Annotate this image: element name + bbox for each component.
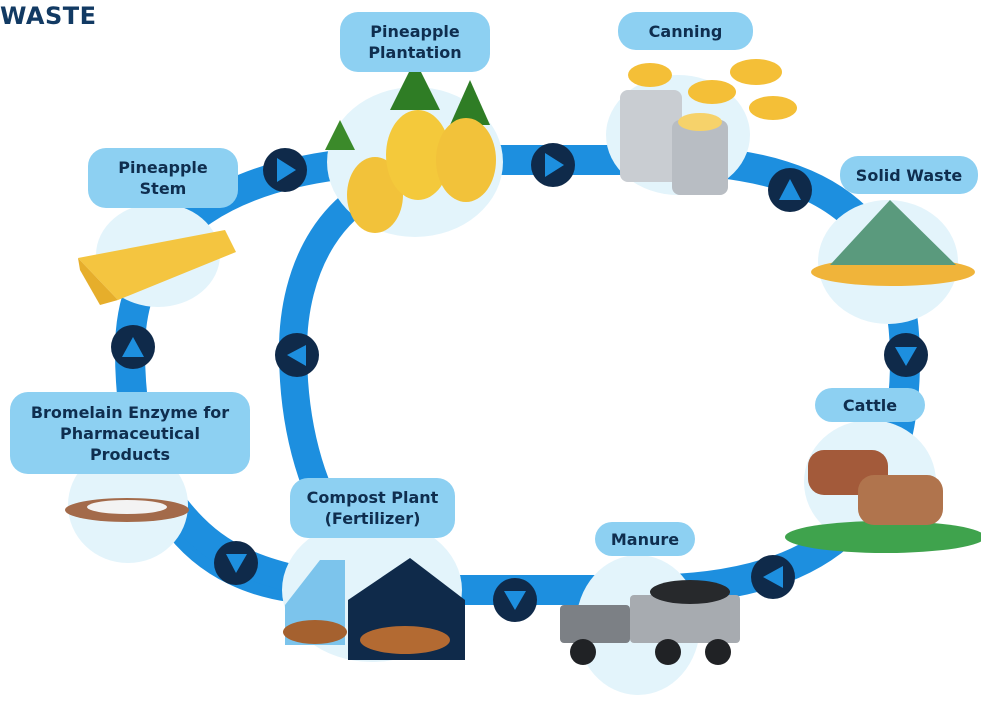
manure-bubble [560, 555, 740, 695]
play-arrow-icon [226, 554, 247, 573]
page-title: WASTE [0, 2, 97, 30]
solid-waste-illustration [811, 200, 975, 286]
arrow-bromelain-to-stem [111, 325, 155, 369]
play-arrow-icon [763, 566, 783, 588]
compost-plant-illustration [283, 558, 465, 660]
bromelain-bubble [65, 447, 189, 563]
arrow-solid-waste-to-cattle [884, 333, 928, 377]
play-arrow-icon [779, 179, 801, 200]
play-arrow-icon [287, 345, 306, 366]
play-arrow-icon [504, 591, 526, 610]
play-arrow-icon [122, 337, 144, 357]
arrow-canning-to-solid-waste [768, 168, 812, 212]
arrow-plantation-to-canning [531, 143, 575, 187]
solid-waste-bubble [811, 200, 975, 324]
bromelain-dish-illustration [65, 498, 189, 522]
play-arrow-icon [277, 158, 296, 182]
outer-cycle-ring [114, 145, 921, 605]
pineapple-illustration [325, 60, 496, 233]
canning-bubble [606, 59, 797, 195]
cattle-label: Cattle [815, 388, 925, 422]
arrow-bromelain-to-compost [214, 541, 258, 585]
pineapple-stem-bubble [78, 203, 236, 307]
cans-illustration [620, 59, 797, 195]
bromelain-enzyme-label: Bromelain Enzyme for Pharmaceutical Prod… [10, 392, 250, 474]
canning-label: Canning [618, 12, 753, 50]
play-arrow-icon [895, 347, 917, 366]
arrow-compost-to-plantation [275, 333, 319, 377]
manure-label: Manure [595, 522, 695, 556]
play-arrow-icon [545, 153, 564, 177]
compost-plant-bubble [282, 518, 465, 662]
arrow-stem-to-plantation [263, 148, 307, 192]
compost-plant-label: Compost Plant (Fertilizer) [290, 478, 455, 538]
arrow-cattle-to-manure [751, 555, 795, 599]
cattle-bubble [785, 420, 981, 553]
cattle-illustration [785, 450, 981, 553]
pineapple-plantation-label: Pineapple Plantation [340, 12, 490, 72]
dump-truck-illustration [560, 580, 740, 665]
solid-waste-label: Solid Waste [840, 156, 978, 194]
pineapple-stem-label: Pineapple Stem [88, 148, 238, 208]
arrow-manure-to-compost [493, 578, 537, 622]
pineapple-plantation-bubble [325, 60, 503, 237]
pineapple-stem-illustration [78, 230, 236, 305]
